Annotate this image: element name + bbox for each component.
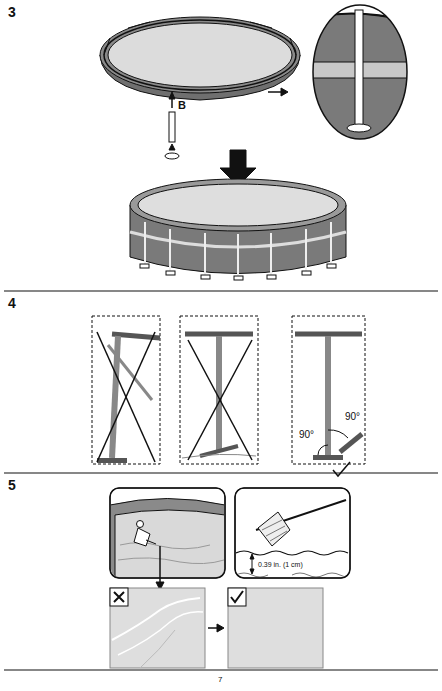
- step-number: 4: [8, 296, 16, 310]
- angle-label: 90°: [298, 430, 315, 440]
- step-number: 3: [8, 5, 16, 19]
- part-letter: B: [178, 100, 186, 111]
- step-number: 5: [8, 478, 16, 492]
- page-number: 7: [218, 676, 222, 684]
- angle-label: 90°: [344, 412, 361, 422]
- dimension-label: 0.39 in. (1 cm): [257, 561, 304, 568]
